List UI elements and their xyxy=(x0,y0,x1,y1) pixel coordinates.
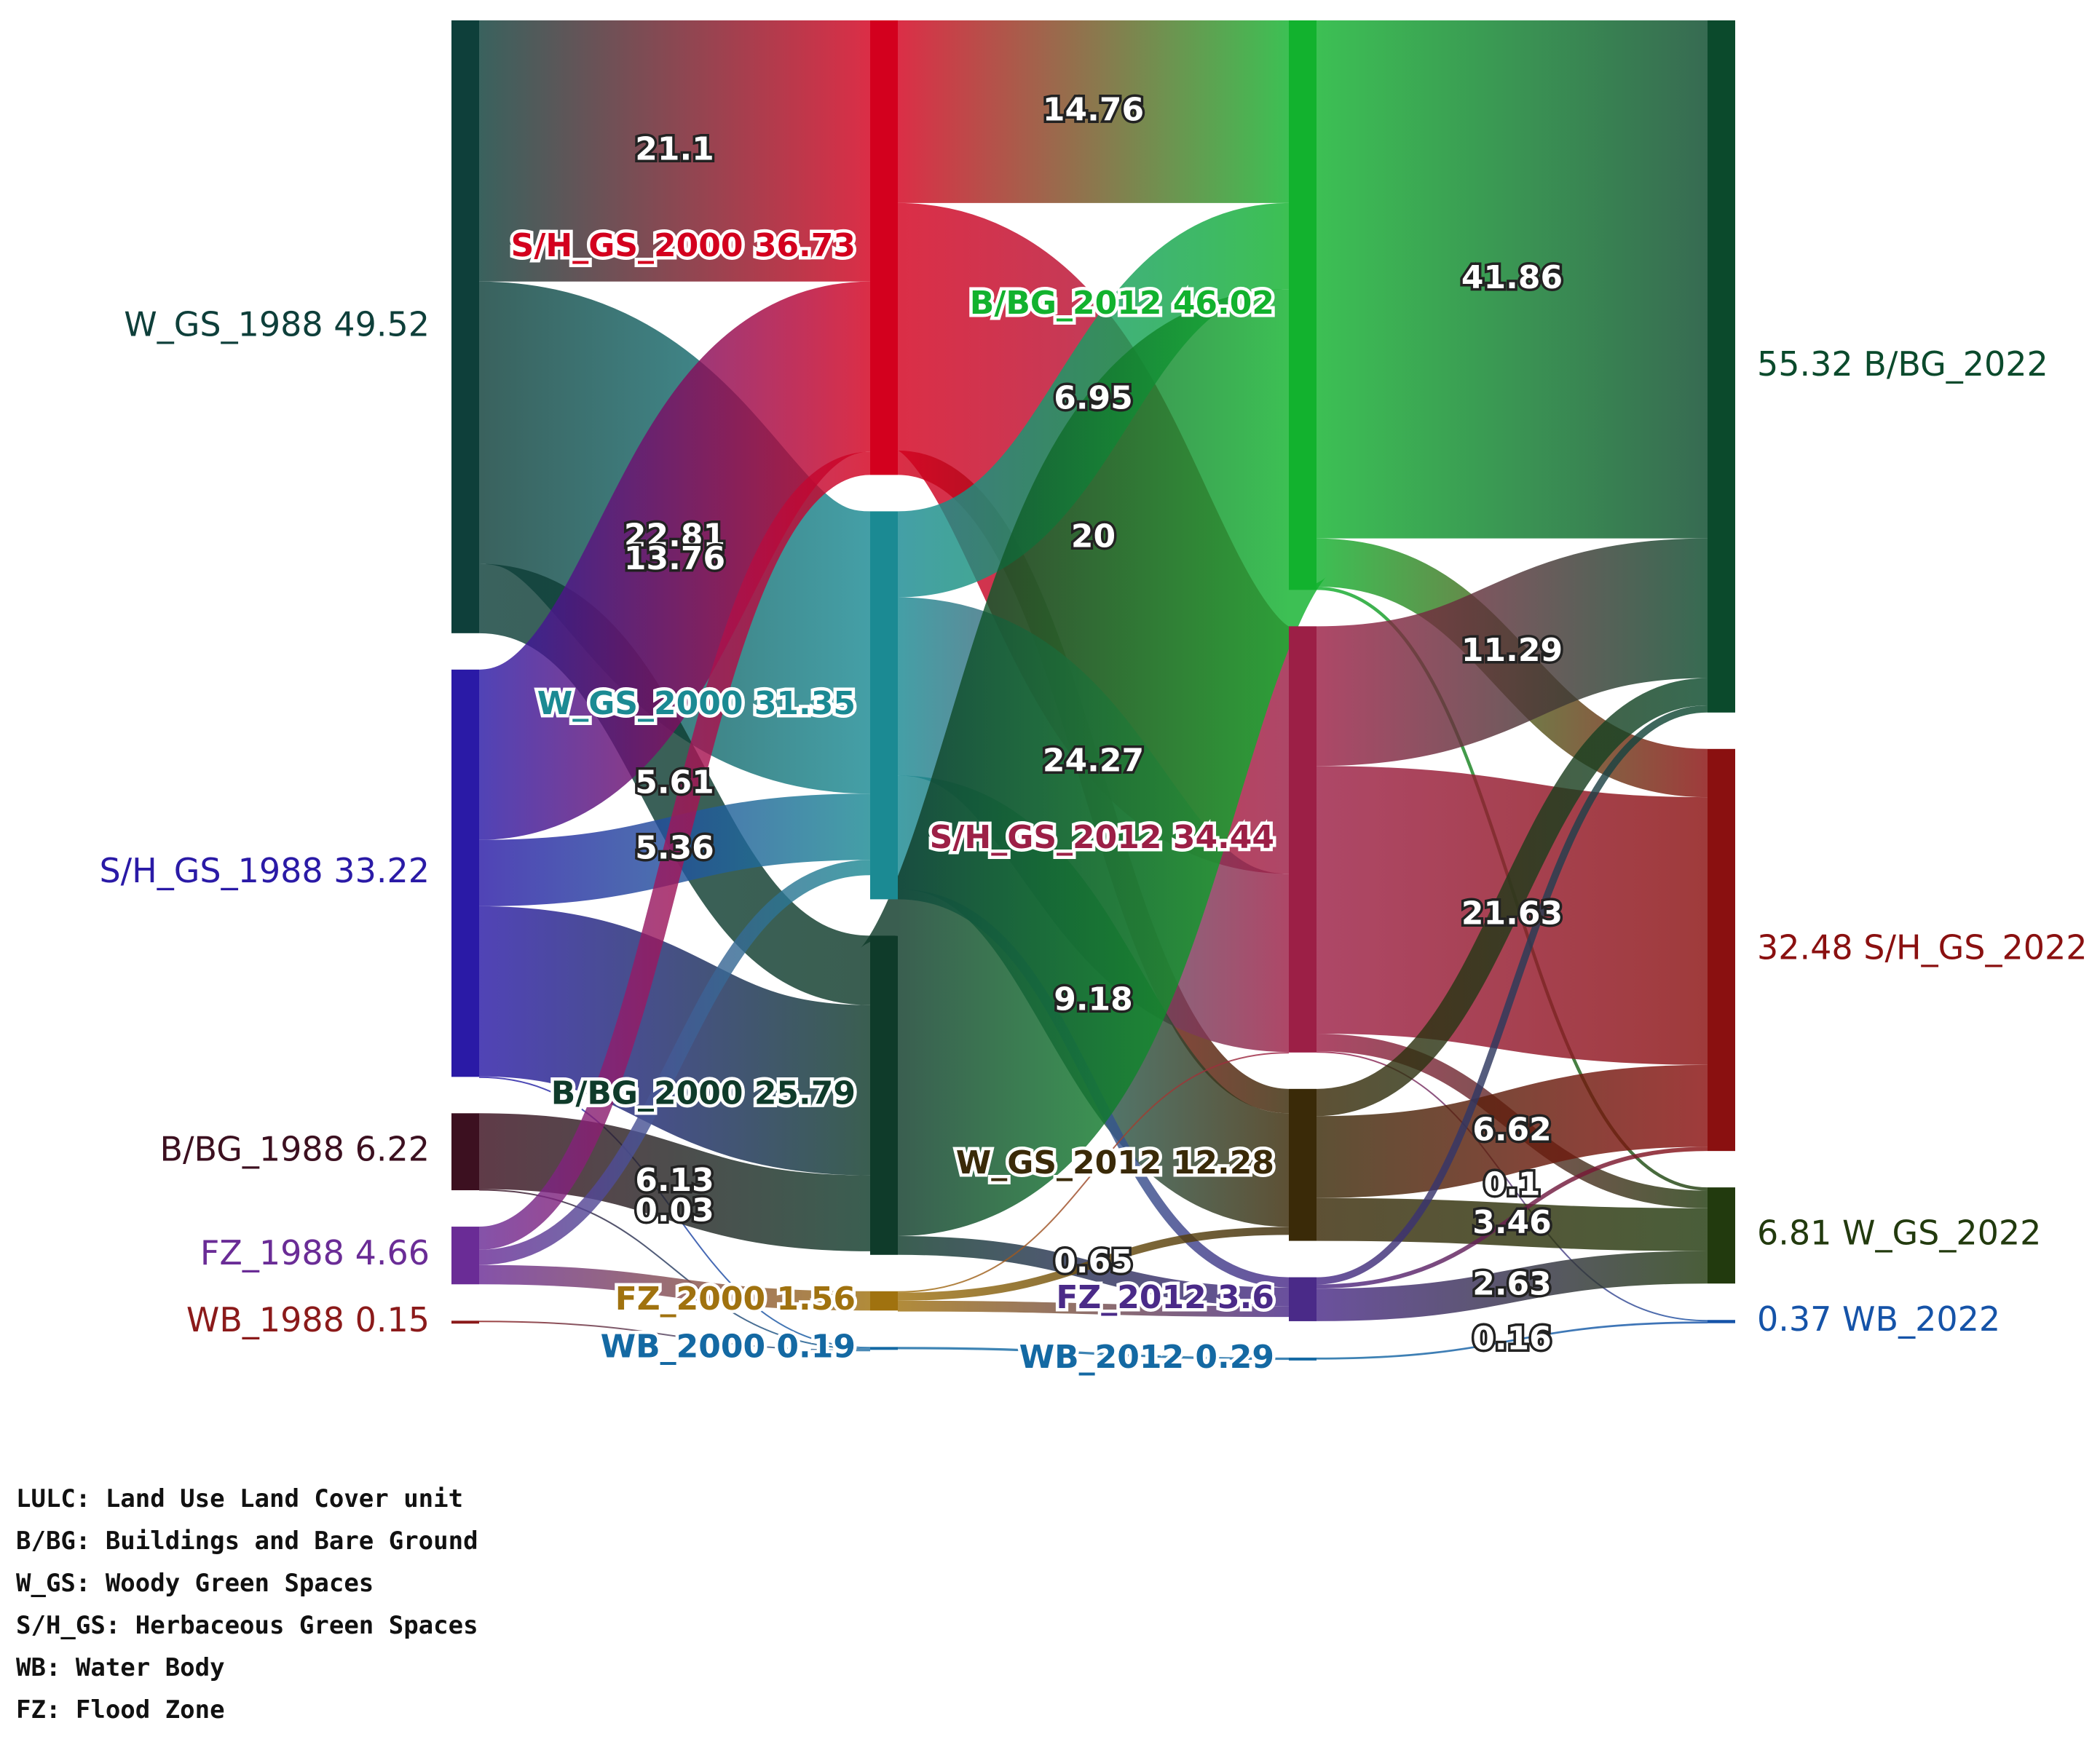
glossary-line: W_GS: Woody Green Spaces xyxy=(16,1569,374,1598)
flow-link xyxy=(474,281,875,840)
flow-value-label: 6.95 xyxy=(1054,380,1133,417)
flow-link xyxy=(897,1227,1290,1301)
flow-value-label: 21.1 xyxy=(635,130,714,167)
node-bar xyxy=(1289,1357,1317,1361)
flow-link xyxy=(478,1113,871,1251)
node-label: 0.37 WB_2022 xyxy=(1757,1299,2000,1339)
node-bar xyxy=(451,20,479,633)
flow-link xyxy=(1316,678,1708,1117)
links-layer xyxy=(473,20,1708,1361)
flow-link xyxy=(478,1321,871,1352)
flow-link xyxy=(854,289,1333,1236)
flow-value-label: 13.76 xyxy=(624,540,725,577)
glossary-line: FZ: Flood Zone xyxy=(16,1695,225,1725)
node-label: FZ_1988 4.66 xyxy=(200,1233,430,1272)
node-bar xyxy=(1289,20,1317,590)
node-bar xyxy=(870,935,898,1255)
node-label: WB_1988 0.15 xyxy=(186,1300,430,1339)
node-label: WB_2000 0.19 xyxy=(601,1328,856,1365)
node-label: W_GS_1988 49.52 xyxy=(124,304,430,344)
node-bar xyxy=(1708,748,1735,1152)
flow-value-label: 2.63 xyxy=(1472,1266,1552,1303)
flow-value-label: 0.65 xyxy=(1054,1243,1133,1280)
flow-link xyxy=(478,451,871,1250)
flow-value-label: 9.18 xyxy=(1054,981,1133,1018)
flow-link xyxy=(1316,538,1708,767)
node-label: FZ_2012 3.6 xyxy=(1056,1279,1274,1316)
flow-value-label: 5.61 xyxy=(635,764,714,801)
flow-labels-layer: 21.1 22.81 5.61 5.36 0.03 13.76 6.13 14.76 6.95 2… xyxy=(621,89,1565,1360)
flow-link xyxy=(897,1347,1290,1361)
flow-value-label: 41.86 xyxy=(1461,259,1563,296)
node-bar xyxy=(1289,626,1317,1053)
node-bar xyxy=(451,669,479,1077)
flow-link xyxy=(1316,1197,1708,1251)
node-label: W_GS_2012 12.28 xyxy=(956,1144,1274,1181)
flow-link xyxy=(478,1264,871,1311)
node-bar xyxy=(451,1113,479,1191)
node-bar xyxy=(1289,1088,1317,1241)
node-label: 55.32 B/BG_2022 xyxy=(1757,344,2048,384)
node-bar xyxy=(1708,20,1735,713)
flow-value-label: 0.1 xyxy=(1484,1166,1541,1203)
node-label: B/BG_2012 46.02 xyxy=(970,285,1274,322)
nodes-layer xyxy=(451,20,1735,1361)
flow-value-label: 0.16 xyxy=(1472,1320,1552,1357)
node-bar xyxy=(1708,1320,1735,1323)
node-label: W_GS_2000 31.35 xyxy=(537,685,856,722)
flow-value-label: 14.76 xyxy=(1043,91,1144,128)
flow-value-label: 5.36 xyxy=(635,830,714,867)
flow-value-label: 20 xyxy=(1071,518,1116,555)
glossary: LULC: Land Use Land Cover unit B/BG: Bui… xyxy=(16,1478,478,1731)
node-label: S/H_GS_2012 34.44 xyxy=(930,819,1274,856)
sankey-diagram: W_GS_1988 49.52S/H_GS_1988 33.22B/BG_198… xyxy=(99,20,2088,1379)
node-bar xyxy=(870,20,898,475)
flow-value-label: 6.62 xyxy=(1472,1111,1552,1148)
node-label: S/H_GS_1988 33.22 xyxy=(99,851,430,890)
node-bar xyxy=(870,1347,898,1350)
node-label: S/H_GS_2000 36.73 xyxy=(511,227,856,264)
node-label: 6.81 W_GS_2022 xyxy=(1757,1214,2041,1253)
flow-link xyxy=(1316,1251,1708,1321)
glossary-line: B/BG: Buildings and Bare Ground xyxy=(16,1527,478,1556)
flow-value-label: 3.46 xyxy=(1472,1204,1552,1241)
flow-value-label: 6.13 xyxy=(635,1162,714,1199)
node-label: FZ_2000 1.56 xyxy=(615,1280,856,1318)
glossary-line: S/H_GS: Herbaceous Green Spaces xyxy=(16,1611,478,1640)
flow-link xyxy=(897,1300,1290,1318)
flow-value-label: 0.03 xyxy=(635,1192,714,1230)
node-bar xyxy=(1289,1277,1317,1321)
flow-link xyxy=(897,1235,1290,1307)
node-bar xyxy=(870,511,898,900)
flow-value-label: 24.27 xyxy=(1043,743,1144,780)
flow-link xyxy=(1316,1321,1708,1360)
node-bar xyxy=(870,1291,898,1311)
glossary-line: LULC: Land Use Land Cover unit xyxy=(16,1484,464,1513)
node-bar xyxy=(451,1227,479,1285)
node-label: B/BG_1988 6.22 xyxy=(159,1130,430,1169)
node-label: 32.48 S/H_GS_2022 xyxy=(1757,927,2088,967)
flow-link xyxy=(897,1052,1290,1293)
node-labels-layer: W_GS_1988 49.52S/H_GS_1988 33.22B/BG_198… xyxy=(99,224,2088,1379)
node-label: B/BG_2000 25.79 xyxy=(551,1075,856,1112)
glossary-line: WB: Water Body xyxy=(16,1653,225,1682)
node-label: WB_2012 0.29 xyxy=(1019,1339,1274,1376)
flow-link xyxy=(1316,705,1708,1285)
flow-link xyxy=(478,906,872,1176)
flow-value-label: 22.81 xyxy=(624,517,725,554)
flow-value-label: 21.63 xyxy=(1461,895,1563,933)
flow-link xyxy=(1316,1147,1708,1289)
node-bar xyxy=(451,1321,479,1324)
flow-value-label: 11.29 xyxy=(1461,632,1563,669)
flow-link xyxy=(478,860,871,1265)
node-bar xyxy=(1708,1187,1735,1284)
flow-link xyxy=(1316,1064,1708,1198)
